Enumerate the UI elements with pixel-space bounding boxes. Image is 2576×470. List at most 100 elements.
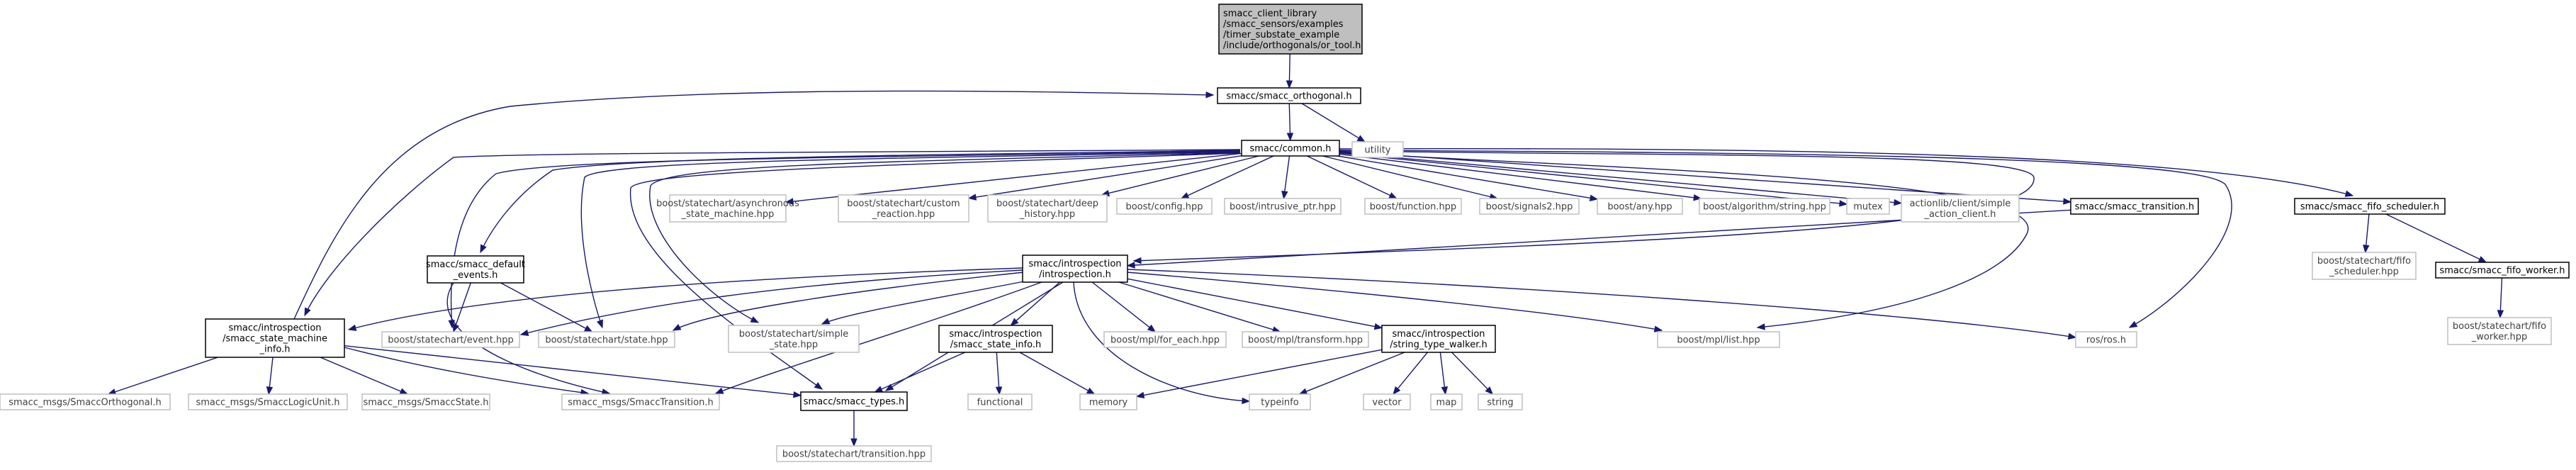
node-map: map bbox=[1430, 393, 1463, 410]
arrowhead bbox=[793, 391, 802, 398]
arrowhead bbox=[1180, 192, 1190, 199]
edge-common-to-mutex bbox=[1339, 152, 1848, 207]
node-label: ros/ros.h bbox=[2086, 335, 2126, 346]
edge-common-to-async_sm bbox=[784, 152, 1242, 205]
edge-string_type_walker-to-vector bbox=[1393, 352, 1428, 396]
edge-sm_info-to-orthogonal bbox=[293, 90, 1215, 320]
node-label: smacc_msgs/SmaccTransition.h bbox=[568, 398, 713, 408]
edge-common-to-sm_info bbox=[304, 149, 1241, 317]
node-label: actionlib/client/simple bbox=[1910, 198, 2011, 209]
arrowhead bbox=[266, 386, 274, 396]
arrowhead bbox=[2497, 310, 2504, 319]
arrowhead bbox=[1242, 397, 1251, 405]
node-label: boost/statechart/fifo bbox=[2453, 321, 2546, 332]
node-box bbox=[1224, 198, 1342, 215]
arrowhead bbox=[1286, 133, 1294, 142]
node-label: _reaction.hpp bbox=[872, 209, 935, 220]
node-introspection[interactable]: smacc/introspection/introspection.h bbox=[1022, 254, 1128, 283]
node-intrusive-ptr: boost/intrusive_ptr.hpp bbox=[1224, 198, 1342, 215]
edge-default_events-to-state_hpp bbox=[500, 282, 593, 332]
node-box bbox=[728, 325, 860, 353]
edge-state_info-to-memory bbox=[1019, 352, 1096, 395]
node-box bbox=[1846, 198, 1890, 215]
node-fifo-worker[interactable]: smacc/smacc_fifo_worker.h bbox=[2435, 262, 2570, 279]
edge-common-to-event_hpp bbox=[448, 150, 1241, 329]
edge-smacc_types-to-sc_transition bbox=[850, 410, 857, 447]
node-label: /smacc_state_info.h bbox=[950, 340, 1042, 350]
node-string-type-walker[interactable]: smacc/introspection/string_type_walker.h bbox=[1381, 325, 1496, 353]
node-sm-info[interactable]: smacc/introspection/smacc_state_machine_… bbox=[205, 318, 345, 358]
node-label: smacc_client_library bbox=[1223, 9, 1317, 19]
node-label: _state_machine.hpp bbox=[681, 209, 775, 220]
node-box bbox=[1249, 393, 1311, 410]
node-mutex: mutex bbox=[1846, 198, 1890, 215]
node-vector: vector bbox=[1363, 393, 1411, 410]
node-label: boost/statechart/custom bbox=[847, 198, 960, 209]
node-label: boost/statechart/fifo bbox=[2317, 256, 2411, 267]
node-box bbox=[1103, 331, 1227, 348]
node-box bbox=[1116, 198, 1213, 215]
node-msg-state: smacc_msgs/SmaccState.h bbox=[361, 393, 490, 410]
arrowhead bbox=[1441, 386, 1449, 396]
node-label: /introspection.h bbox=[1039, 269, 1111, 280]
node-box bbox=[776, 445, 932, 462]
node-label: smacc/smacc_fifo_scheduler.h bbox=[2300, 202, 2439, 213]
arrowhead bbox=[1693, 194, 1702, 201]
edge-sm_info-to-msg_logicunit bbox=[266, 357, 274, 396]
node-label: boost/algorithm/string.hpp bbox=[1703, 202, 1826, 213]
node-label: smacc/smacc_transition.h bbox=[2075, 202, 2195, 213]
arrowhead bbox=[1298, 388, 1308, 395]
node-label: smacc/introspection bbox=[1392, 329, 1485, 340]
node-label: _state.hpp bbox=[769, 340, 818, 350]
node-state-info[interactable]: smacc/introspection/smacc_state_info.h bbox=[938, 325, 1053, 353]
node-smacc-types[interactable]: smacc/smacc_types.h bbox=[800, 391, 908, 411]
arrowhead bbox=[1205, 91, 1215, 99]
arrowhead bbox=[784, 198, 794, 205]
arrowhead bbox=[1373, 323, 1383, 330]
node-sc-fifo-scheduler: boost/statechart/fifo_scheduler.hpp bbox=[2312, 252, 2417, 280]
node-state-hpp: boost/statechart/state.hpp bbox=[538, 331, 675, 348]
node-orthogonal[interactable]: smacc/smacc_orthogonal.h bbox=[1217, 87, 1361, 104]
node-box bbox=[188, 393, 348, 410]
node-default-events[interactable]: smacc/smacc_default_events.h bbox=[426, 255, 525, 284]
node-box bbox=[1022, 254, 1128, 283]
edge-state_info-to-functional bbox=[995, 352, 1003, 396]
node-label: smacc/smacc_orthogonal.h bbox=[1226, 91, 1351, 102]
node-label: /timer_substate_example bbox=[1223, 30, 1339, 40]
graph-nodes: smacc_client_library/smacc_sensors/examp… bbox=[0, 4, 2570, 462]
node-msg-logicunit: smacc_msgs/SmaccLogicUnit.h bbox=[188, 393, 348, 410]
node-root: smacc_client_library/smacc_sensors/examp… bbox=[1218, 4, 1363, 55]
edge-fifo_scheduler-to-sc_fifo_scheduler bbox=[2363, 213, 2370, 254]
arrowhead bbox=[884, 384, 894, 391]
node-box bbox=[1364, 198, 1462, 215]
edge-sm_info-to-msg_state bbox=[320, 357, 409, 395]
edge-introspection-to-state_hpp bbox=[672, 272, 1025, 331]
graph-edges bbox=[107, 53, 2504, 447]
arrowhead bbox=[1147, 324, 1157, 332]
node-memory: memory bbox=[1079, 393, 1137, 410]
node-fifo-scheduler[interactable]: smacc/smacc_fifo_scheduler.h bbox=[2294, 198, 2446, 215]
arrowhead bbox=[2363, 245, 2370, 254]
edge-string_type_walker-to-typeinfo bbox=[1298, 352, 1405, 395]
node-label: _info.h bbox=[259, 345, 290, 355]
node-label: _worker.hpp bbox=[2471, 332, 2528, 342]
edge-common-to-transition_h bbox=[1339, 151, 2072, 205]
node-label: smacc_msgs/SmaccLogicUnit.h bbox=[196, 398, 339, 408]
edge-sm_info-to-msg_transition bbox=[344, 347, 590, 396]
edge-introspection-to-transform bbox=[1118, 281, 1281, 333]
edge-common-to-actionlib bbox=[1339, 152, 1903, 206]
edge-common-to-config bbox=[1180, 155, 1274, 199]
node-label: _scheduler.hpp bbox=[2329, 267, 2399, 277]
node-label: smacc/smacc_default bbox=[426, 259, 525, 270]
arrowhead bbox=[1286, 80, 1293, 89]
node-transition-h[interactable]: smacc/smacc_transition.h bbox=[2070, 198, 2199, 215]
edge-common-to-any bbox=[1337, 155, 1599, 201]
node-label: boost/statechart/event.hpp bbox=[388, 335, 513, 346]
arrowhead bbox=[821, 318, 831, 325]
node-label: boost/function.hpp bbox=[1370, 202, 1456, 213]
node-label: boost/statechart/state.hpp bbox=[545, 335, 668, 346]
node-common[interactable]: smacc/common.h bbox=[1241, 140, 1340, 157]
node-any: boost/any.hpp bbox=[1597, 198, 1683, 215]
node-sc-fifo-worker: boost/statechart/fifo_worker.hpp bbox=[2447, 317, 2552, 345]
node-for-each: boost/mpl/for_each.hpp bbox=[1103, 331, 1227, 348]
